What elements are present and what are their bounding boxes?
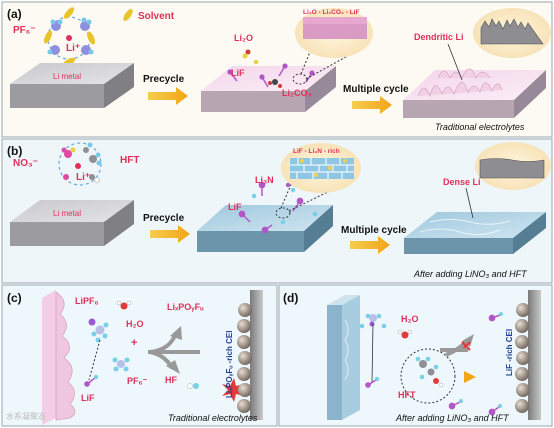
multicycle-arrow-a — [352, 96, 392, 114]
dense-li-label: Dense Li — [443, 177, 481, 187]
precycle-arrow-a — [148, 87, 188, 105]
lif-particles-d — [448, 312, 503, 416]
sei-species-li3n-b: Li₃N — [255, 175, 274, 185]
hf-label-c: HF — [165, 375, 177, 385]
precycle-label-a: Precycle — [143, 74, 185, 85]
panel-c-tag: (c) — [7, 291, 22, 305]
zoom-marker-b — [275, 207, 291, 219]
dendrite-inset-image — [480, 18, 544, 45]
blue-anode-d — [327, 295, 360, 420]
solvation-molecule-d — [359, 313, 387, 329]
dendritic-slab-a — [403, 68, 546, 118]
water-molecule-d — [397, 329, 413, 339]
plus-sign-c: + — [131, 337, 137, 349]
sei-slab-b — [197, 181, 333, 252]
water-label-d: H₂O — [401, 314, 419, 324]
li-metal-label-b: Li metal — [53, 209, 81, 218]
lif-label-c: LiF — [81, 393, 95, 403]
sei-inset-label-a: Li₂O - Li₂CO₃ - LiF — [303, 9, 359, 16]
panel-b-tag: (b) — [7, 144, 22, 158]
hft-label-d: HFT — [398, 390, 416, 400]
panel-d-tag: (d) — [283, 291, 298, 305]
lif-molecule-c — [84, 374, 99, 387]
lif-molecule-d — [365, 376, 380, 388]
corrosion-burst-c — [222, 378, 244, 402]
caption-a: Traditional electrolytes — [435, 122, 525, 132]
lixpoyfz-label: LiₓPOᵧFᵤ — [167, 302, 204, 312]
panel-c: (c) LiPF₆ H₂O + PF₆⁻ LiF LiₓPOᵧFᵤ HF — [1, 284, 278, 427]
panel-d-frame — [278, 284, 553, 427]
solvation-cluster-a — [43, 7, 96, 67]
panel-a: (a) PF₆⁻ Li⁺ Solvent Li metal Precycle — [1, 1, 553, 138]
panel-a-tag: (a) — [7, 7, 22, 21]
precycle-label-b: Precycle — [143, 213, 185, 224]
hf-molecule-c — [187, 383, 199, 389]
sei-inset-grains-b — [290, 158, 354, 179]
cation-label-a: Li⁺ — [66, 43, 80, 54]
dendritic-li-label: Dendritic Li — [414, 32, 464, 42]
caption-c: Traditional electrolytes — [168, 413, 258, 423]
solvent-legend-label: Solvent — [138, 11, 175, 22]
cation-label-b: Li⁺ — [76, 172, 90, 183]
dense-inset-image — [479, 158, 545, 179]
sei-slab-a — [201, 49, 336, 112]
anion-label-b: NO₃⁻ — [13, 158, 38, 169]
lipf6-label: LiPF₆ — [75, 296, 99, 306]
watermark: 水系凝聚态 — [6, 411, 46, 421]
water-label-c: H₂O — [126, 319, 144, 329]
solvation-cluster-b — [58, 142, 102, 186]
cathode-d — [515, 290, 541, 420]
caption-b: After adding LiNO₃ and HFT — [413, 269, 528, 279]
li-metal-slab-a — [10, 63, 134, 108]
water-molecule-c — [116, 300, 132, 310]
dense-slab-b — [404, 212, 546, 254]
caption-d: After adding LiNO₃ and HFT — [395, 413, 510, 423]
cei-label-d: LiF -rich CEI — [505, 329, 514, 376]
sei-species-lif-a: LiF — [231, 68, 245, 78]
sei-inset-label-b: LiF - Li₃N - rich — [293, 148, 340, 155]
multicycle-arrow-b — [350, 236, 390, 254]
anion-label-a: PF₆⁻ — [13, 25, 36, 36]
panel-d: (d) H₂O HFT — [278, 284, 553, 427]
multicycle-label-a: Multiple cycle — [343, 84, 409, 95]
sei-species-li2o-a: Li₂O — [234, 33, 253, 43]
precycle-arrow-b — [150, 225, 190, 243]
sei-species-li2co3-a: Li₂CO₃ — [282, 88, 312, 98]
lipf6-molecule-c — [88, 318, 109, 343]
li-metal-label-a: Li metal — [53, 72, 81, 81]
multicycle-label-b: Multiple cycle — [341, 225, 407, 236]
solvent-legend-icon — [123, 9, 133, 21]
cathode-c — [237, 290, 263, 420]
hft-molecule-d — [415, 356, 444, 388]
panel-b: (b) NO₃⁻ Li⁺ HFT Li metal Precycle — [1, 138, 553, 284]
pf6-molecule-c — [112, 357, 130, 372]
hft-label-b: HFT — [120, 155, 139, 166]
li-metal-slab-b — [10, 200, 134, 246]
pf6-label-c: PF₆⁻ — [127, 376, 148, 386]
sei-species-lif-b: LiF — [228, 202, 242, 212]
pink-anode-c — [42, 290, 76, 425]
cei-label-c: LiₓPOᵧFᵤ -rich CEI — [225, 331, 234, 398]
